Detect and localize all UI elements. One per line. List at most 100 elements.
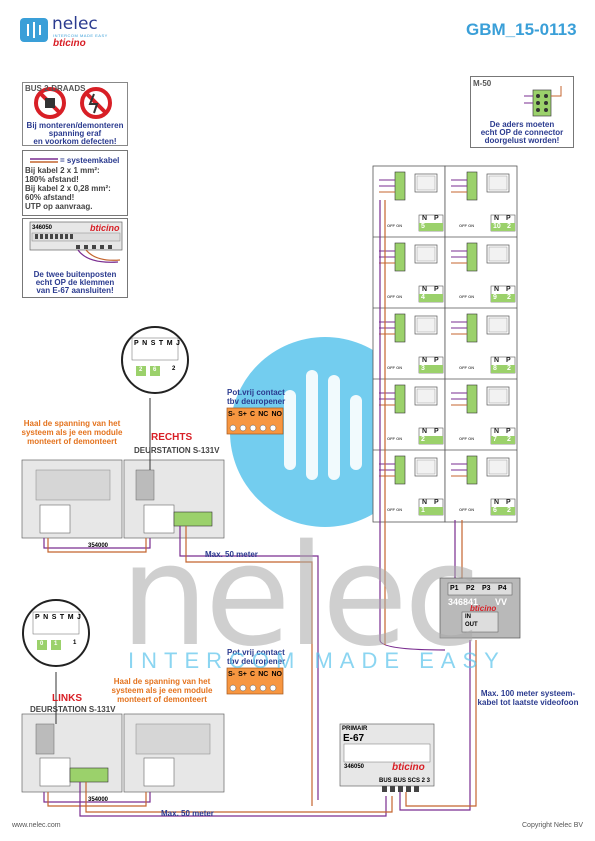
monitor-address: 10 xyxy=(493,223,501,230)
off-on-label: OFF ON xyxy=(459,436,475,441)
dip-bot-letter-4: M xyxy=(67,614,74,621)
monitor-display xyxy=(488,175,508,191)
dip-top-letter-2: S xyxy=(150,340,156,347)
cable-l4: 60% afstand! xyxy=(25,193,75,202)
cell-connector xyxy=(466,242,478,272)
np-p-fill xyxy=(503,294,515,302)
np-n-fill xyxy=(419,436,431,444)
door-bot-warn3: monteert of demonteert xyxy=(117,695,207,704)
watermark-tag: INTERCOM MADE EASY xyxy=(128,648,506,673)
e67-note-box xyxy=(22,218,128,298)
np-p-label: P xyxy=(506,215,511,222)
off-on-label: OFF ON xyxy=(459,294,475,299)
dist-code: 346841 xyxy=(448,597,479,607)
pot-bot-term-3: NC xyxy=(258,671,269,678)
max100-l1: Max. 100 meter systeem- xyxy=(480,689,576,698)
cable-l5: UTP op aanvraag. xyxy=(25,202,93,211)
door-top-warn1: Haal de spanning van het xyxy=(23,419,121,428)
m50-n2: echt OP de connector xyxy=(480,128,564,137)
door-bot-warn2: systeem als je een module xyxy=(111,686,213,695)
max100-l2: kabel tot laatste videofoon xyxy=(477,698,579,707)
watermark-big: nelec xyxy=(120,515,481,678)
logo-brand: bticino xyxy=(53,38,86,49)
e67-terms: BUS BUS SCS 2 3 xyxy=(379,778,431,784)
monitor-p-value: 2 xyxy=(507,365,511,372)
off-on-label: OFF ON xyxy=(387,436,403,441)
cell-wire-a xyxy=(451,392,467,400)
np-p-label: P xyxy=(434,499,439,506)
monitor-display xyxy=(488,246,508,262)
cell-connector xyxy=(394,242,406,272)
np-n-label: N xyxy=(494,215,500,222)
np-p-label: P xyxy=(434,215,439,222)
cell-connector xyxy=(466,171,478,201)
cell-wire-a xyxy=(379,179,395,187)
cable-l3: Bij kabel 2 x 0,28 mm²: xyxy=(25,184,111,193)
e67-primair: PRIMAIR xyxy=(342,726,368,732)
cell-wire-a xyxy=(451,463,467,471)
door-bot-cable: 354000 xyxy=(88,797,109,803)
np-p-label: P xyxy=(506,499,511,506)
np-n-label: N xyxy=(422,357,428,364)
e67-code: 346050 xyxy=(344,764,365,770)
np-p-fill xyxy=(503,223,515,231)
pot-top-term-2: C xyxy=(250,411,256,418)
pot-bot-term-2: C xyxy=(250,671,256,678)
pot-bot-term-4: NO xyxy=(271,671,282,678)
monitor-p-value: 2 xyxy=(507,223,511,230)
pot-top-l2: tbv deuropener xyxy=(227,397,286,406)
np-n-label: N xyxy=(422,215,428,222)
watermark-bars xyxy=(284,370,362,480)
np-n-label: N xyxy=(494,499,500,506)
e67-brand: bticino xyxy=(392,762,425,773)
monitor-display xyxy=(488,388,508,404)
np-p-fill xyxy=(431,365,443,373)
np-n-label: N xyxy=(422,428,428,435)
warn-bus-title: BUS 2-DRAADS xyxy=(25,84,86,93)
monitor-address: 5 xyxy=(421,223,425,230)
monitor-p-value: 2 xyxy=(507,507,511,514)
cable-l1: Bij kabel 2 x 1 mm²: xyxy=(25,166,100,175)
dist-port-1: P1 xyxy=(450,585,459,592)
dip-top-letter-0: P xyxy=(134,340,139,347)
monitor-address: 4 xyxy=(421,294,425,301)
monitor-display xyxy=(416,246,436,262)
np-p-label: P xyxy=(506,428,511,435)
np-n-fill xyxy=(419,365,431,373)
np-p-label: P xyxy=(434,286,439,293)
dip-top-s: 6 xyxy=(153,367,157,373)
monitor-p-value: 2 xyxy=(507,436,511,443)
np-n-label: N xyxy=(422,286,428,293)
monitor-address: 8 xyxy=(493,365,497,372)
warn-bus-line1: Bij monteren/demonteren xyxy=(26,121,124,130)
cell-connector xyxy=(466,384,478,414)
np-n-label: N xyxy=(494,286,500,293)
footer-right: Copyright Nelec BV xyxy=(522,822,584,829)
dip-bot-letter-0: P xyxy=(35,614,40,621)
dist-port-4: P4 xyxy=(498,585,507,592)
pot-top-term-3: NC xyxy=(258,411,269,418)
no-power-icon xyxy=(80,87,112,119)
np-n-fill xyxy=(491,436,503,444)
cell-wire-a xyxy=(451,179,467,187)
e67-name: E-67 xyxy=(343,733,365,744)
cell-wire-a xyxy=(379,321,395,329)
dip-top-letter-1: N xyxy=(142,340,148,347)
monitor-display xyxy=(488,317,508,333)
logo-name: nelec xyxy=(52,14,98,34)
dist-out: OUT xyxy=(465,622,478,628)
np-p-label: P xyxy=(434,428,439,435)
off-on-label: OFF ON xyxy=(459,223,475,228)
np-p-label: P xyxy=(506,286,511,293)
monitor-p-value: 2 xyxy=(507,294,511,301)
logo-tagline: INTERCOM MADE EASY xyxy=(53,33,108,38)
pot-top-l1: Pot.vrij contact xyxy=(227,388,285,397)
m50-title: M-50 xyxy=(473,79,492,88)
dip-bot-s: 1 xyxy=(54,641,58,647)
monitor-display xyxy=(416,459,436,475)
off-on-label: OFF ON xyxy=(459,365,475,370)
cell-wire-a xyxy=(379,463,395,471)
